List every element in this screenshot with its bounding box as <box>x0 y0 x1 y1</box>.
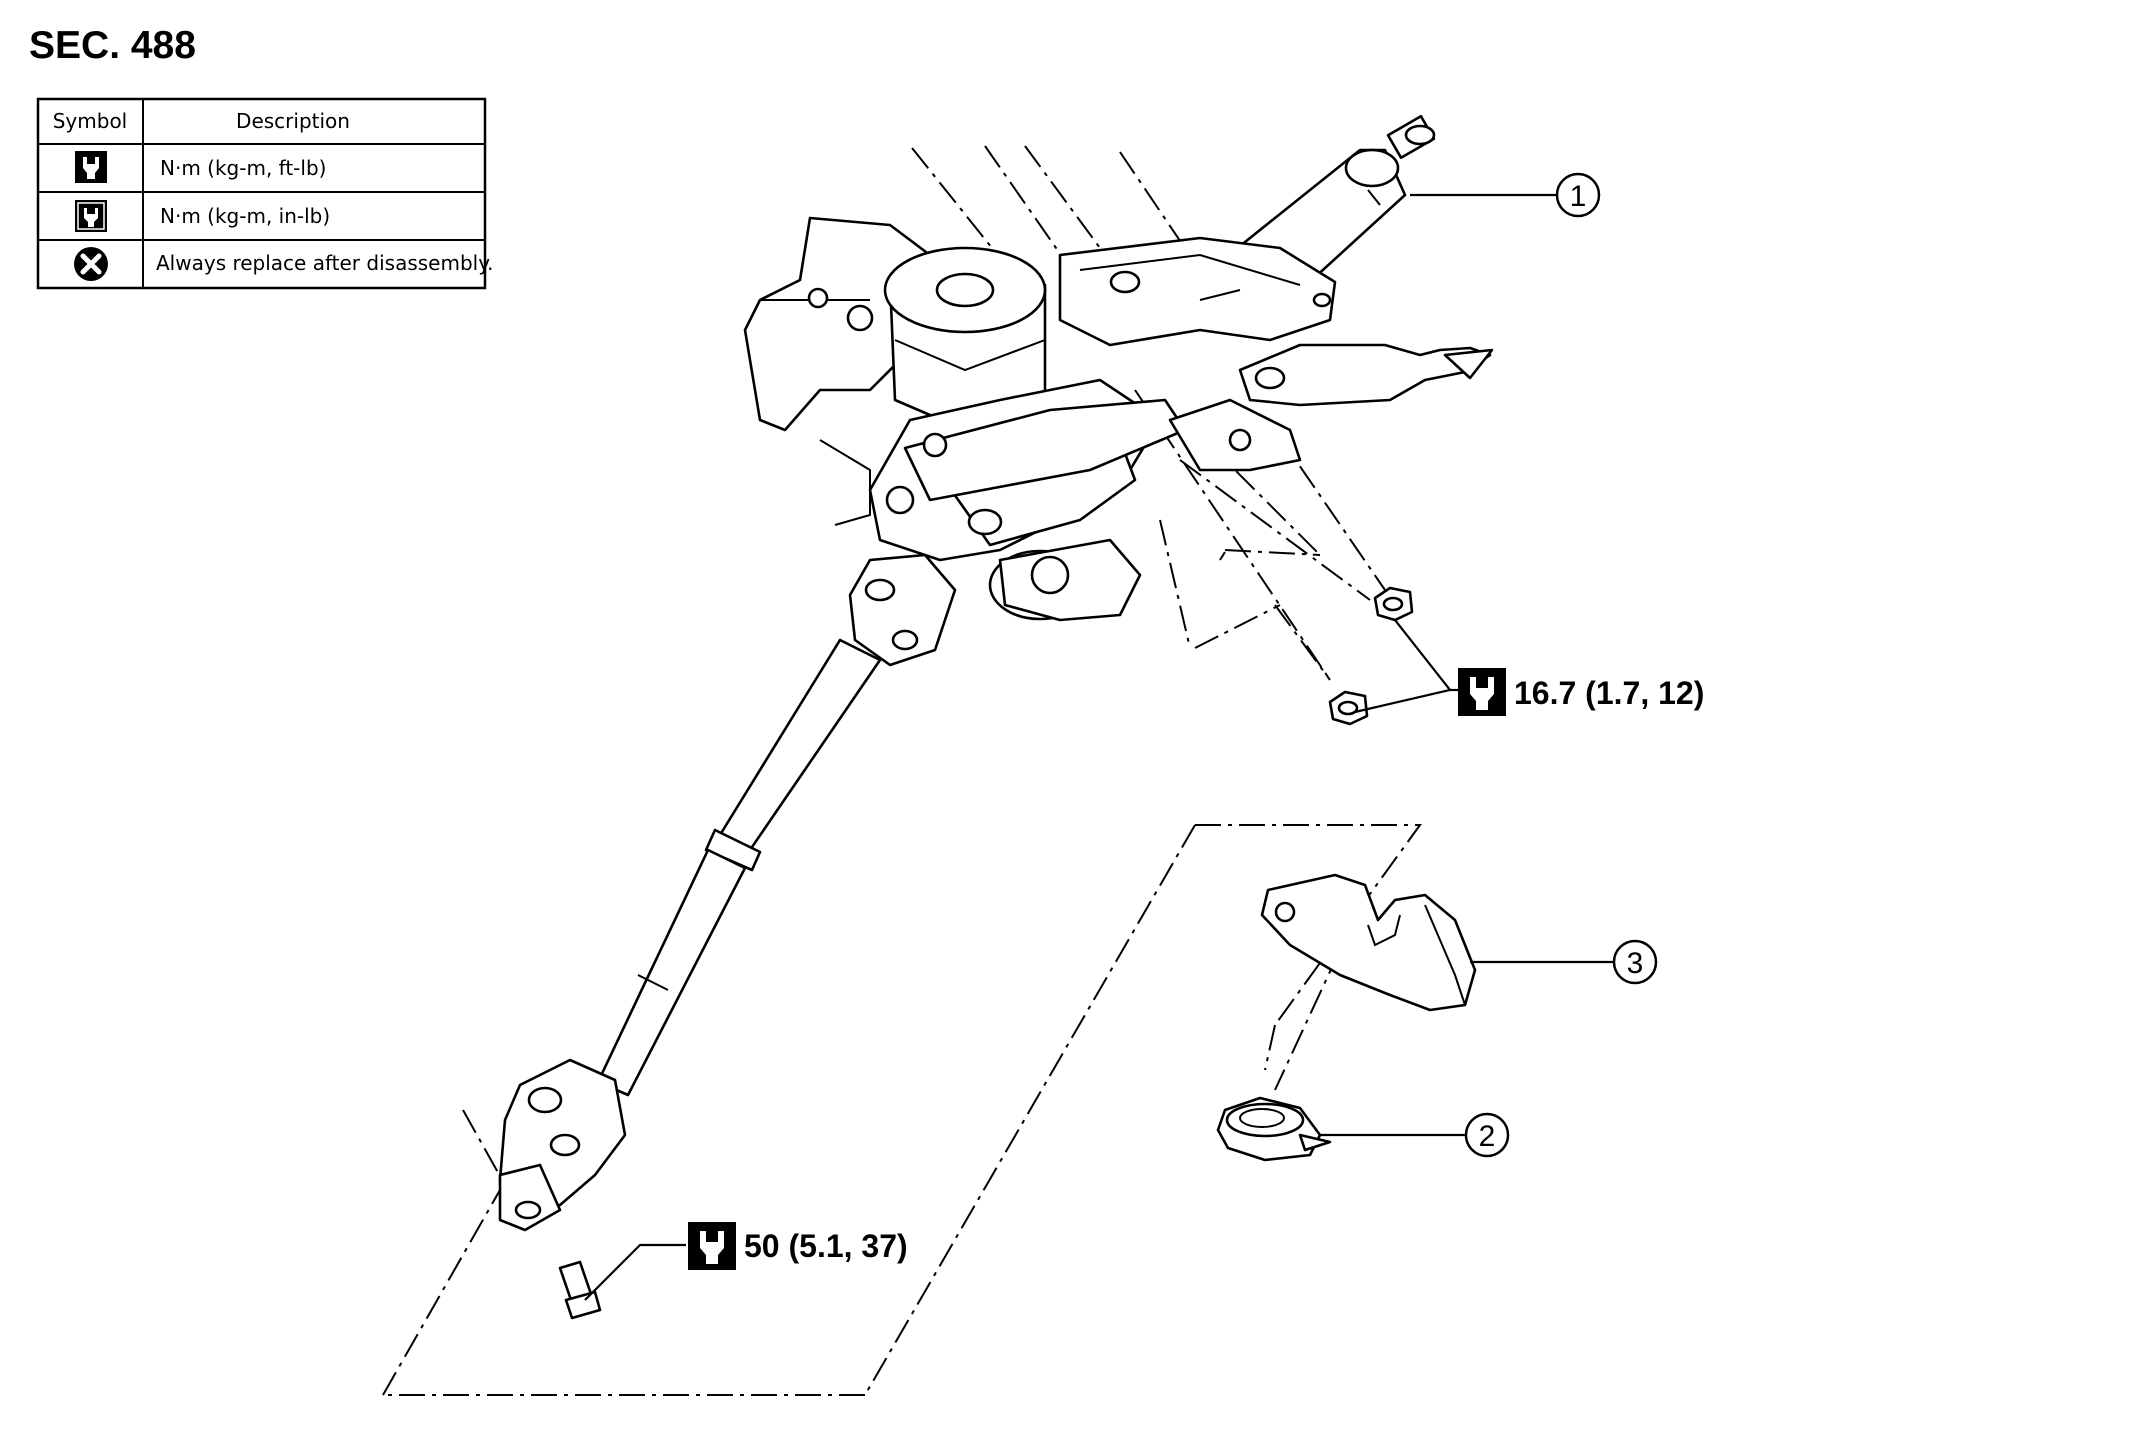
always-replace-icon <box>74 247 108 281</box>
legend-row-1-description: N·m (kg-m, ft-lb) <box>160 156 326 180</box>
torque-wrench-icon <box>1458 668 1506 716</box>
torque-wrench-icon <box>688 1222 736 1270</box>
torque-value-column-nuts: 16.7 (1.7, 12) <box>1514 675 1704 711</box>
torque-label-joint-bolt: 50 (5.1, 37) <box>688 1222 908 1270</box>
column-mounting-nuts <box>1328 586 1414 726</box>
legend-table: Symbol Description N·m (kg-m, ft-lb) N·m… <box>36 97 494 290</box>
callout-leaders <box>584 193 1613 1301</box>
legend-header-symbol: Symbol <box>53 109 128 133</box>
grommet <box>1216 1096 1332 1162</box>
hole-cover-bracket <box>1260 873 1477 1012</box>
torque-wrench-icon <box>75 151 107 183</box>
torque-value-joint-bolt: 50 (5.1, 37) <box>744 1228 908 1264</box>
torque-label-column-nuts: 16.7 (1.7, 12) <box>1458 668 1704 716</box>
legend-row-2-description: N·m (kg-m, in-lb) <box>160 204 330 228</box>
svg-text:2: 2 <box>1479 1120 1496 1153</box>
legend-row-3-description: Always replace after disassembly. <box>156 251 494 275</box>
legend-header-description: Description <box>236 109 350 133</box>
section-label: SEC. 488 <box>29 24 196 67</box>
callout-2: 2 <box>1464 1112 1510 1158</box>
svg-text:3: 3 <box>1627 947 1644 980</box>
steering-column-assembly <box>743 114 1494 622</box>
callout-1: 1 <box>1555 172 1601 218</box>
torque-wrench-inlb-icon <box>75 200 107 232</box>
svg-text:1: 1 <box>1570 180 1587 213</box>
callout-3: 3 <box>1612 939 1658 985</box>
intermediate-shaft <box>498 553 957 1320</box>
